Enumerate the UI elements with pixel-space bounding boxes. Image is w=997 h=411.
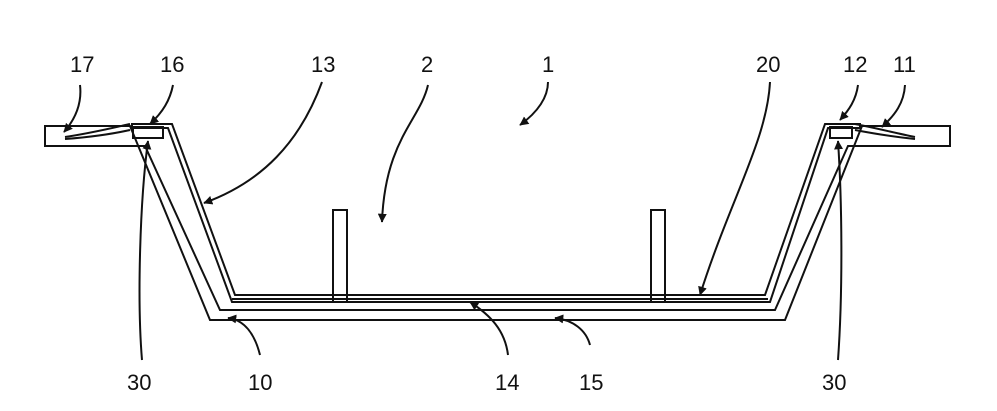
label-14: 14 xyxy=(495,370,519,395)
leader-1 xyxy=(520,82,548,125)
leader-10 xyxy=(228,318,260,355)
inner-lining xyxy=(132,124,860,302)
label-20: 20 xyxy=(756,52,780,77)
leader-12 xyxy=(840,85,858,120)
label-17: 17 xyxy=(70,52,94,77)
right-divider xyxy=(651,210,665,303)
left-divider xyxy=(333,210,347,303)
label-2: 2 xyxy=(421,52,433,77)
leader-16 xyxy=(150,85,173,124)
leader-30-right xyxy=(838,141,841,360)
label-30-right: 30 xyxy=(822,370,846,395)
label-10: 10 xyxy=(248,370,272,395)
label-16: 16 xyxy=(160,52,184,77)
leader-30-left xyxy=(140,141,148,360)
leader-20 xyxy=(700,82,770,295)
label-1: 1 xyxy=(542,52,554,77)
label-15: 15 xyxy=(579,370,603,395)
label-30-left: 30 xyxy=(127,370,151,395)
leader-11 xyxy=(882,85,905,127)
leader-2 xyxy=(382,85,428,222)
leader-17 xyxy=(64,85,80,132)
label-13: 13 xyxy=(311,52,335,77)
leader-15 xyxy=(555,318,590,345)
label-11: 11 xyxy=(893,52,916,77)
leader-13 xyxy=(204,82,322,203)
label-12: 12 xyxy=(843,52,867,77)
